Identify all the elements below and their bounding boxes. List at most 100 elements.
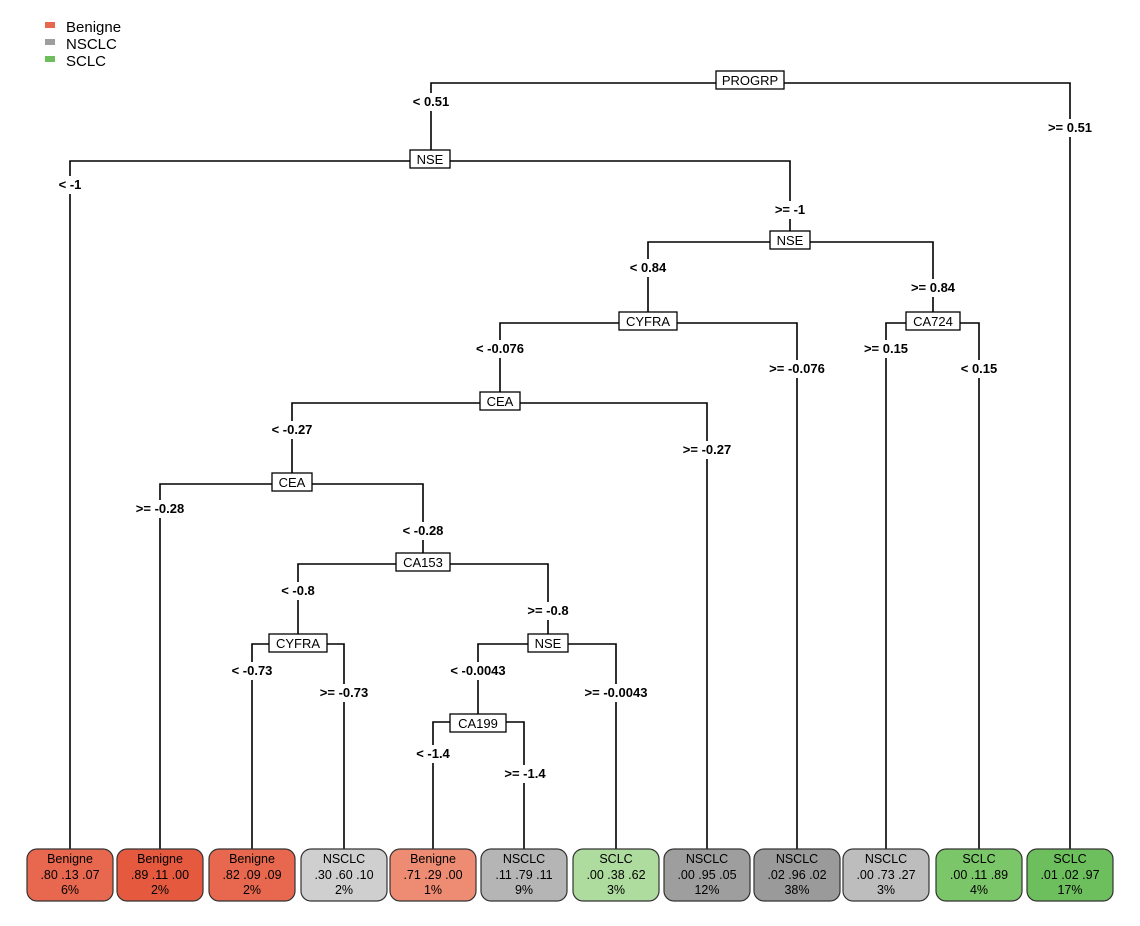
split-label-progrp: PROGRP <box>722 73 778 88</box>
cond-cea1-left: < -0.27 <box>272 422 313 437</box>
leaf-probabilities: .00 .11 .89 <box>950 868 1008 882</box>
edge-ca724 <box>885 322 980 849</box>
leaf-node: Benigne .89 .11 .002% <box>116 848 204 902</box>
cond-cyfra1-right: >= -0.076 <box>769 361 825 376</box>
leaf-box <box>389 848 477 902</box>
leaf-probabilities: .00 .73 .27 <box>856 868 915 882</box>
cond-ca153-left: < -0.8 <box>281 583 315 598</box>
condition-labels: < 0.51 >= 0.51 < -1 >= -1 < 0.84 >= 0.84… <box>52 93 1100 783</box>
cond-ca199-left: < -1.4 <box>416 746 450 761</box>
split-label-nse-2: NSE <box>777 233 804 248</box>
cond-cyfra2-right: >= -0.73 <box>320 685 368 700</box>
split-label-cea-2: CEA <box>279 475 306 490</box>
tree-edges <box>69 82 1071 849</box>
legend-label-benigne: Benigne <box>66 19 121 36</box>
edge-nse2 <box>647 241 934 323</box>
split-node-nse-1: NSE <box>409 149 451 169</box>
leaf-node: SCLC .00 .11 .894% <box>935 848 1023 902</box>
leaf-class-label: NSCLC <box>686 852 728 866</box>
split-label-ca153: CA153 <box>403 555 443 570</box>
split-node-cea-1: CEA <box>479 391 521 411</box>
split-label-cea-1: CEA <box>487 394 514 409</box>
cond-ca153-right: >= -0.8 <box>527 603 568 618</box>
leaf-node: NSCLC .00 .73 .273% <box>842 848 930 902</box>
leaf-probabilities: .02 .96 .02 <box>767 868 826 882</box>
leaf-percent: 12% <box>694 883 719 897</box>
edge-ca199 <box>432 721 525 849</box>
leaf-percent: 4% <box>970 883 988 897</box>
leaf-box <box>572 848 660 902</box>
cond-nse2-left: < 0.84 <box>630 260 667 275</box>
split-node-nse-3: NSE <box>527 633 569 653</box>
split-label-cyfra-2: CYFRA <box>276 636 320 651</box>
split-node-cyfra-1: CYFRA <box>618 311 678 331</box>
leaf-percent: 3% <box>607 883 625 897</box>
leaf-class-label: SCLC <box>962 852 995 866</box>
leaf-box <box>1026 848 1114 902</box>
edge-cea2 <box>159 483 424 849</box>
leaf-node: SCLC.00 .38 .623% <box>572 848 660 902</box>
leaf-probabilities: .82 .09 .09 <box>222 868 281 882</box>
leaf-node: Benigne.80 .13 .076% <box>26 848 114 902</box>
leaf-class-label: Benigne <box>410 852 456 866</box>
split-label-nse-3: NSE <box>535 636 562 651</box>
leaf-probabilities: .01 .02 .97 <box>1040 868 1099 882</box>
leaf-box <box>935 848 1023 902</box>
split-node-nse-2: NSE <box>769 230 811 250</box>
leaf-class-label: Benigne <box>229 852 275 866</box>
leaf-box <box>842 848 930 902</box>
leaf-box <box>753 848 841 902</box>
leaf-box <box>208 848 296 902</box>
leaf-probabilities: .89 .11 .00 <box>131 868 189 882</box>
edge-ca153 <box>297 563 549 635</box>
leaf-class-label: NSCLC <box>776 852 818 866</box>
leaf-box <box>300 848 388 902</box>
cond-nse3-right: >= -0.0043 <box>585 685 648 700</box>
edge-progrp <box>430 82 1071 849</box>
split-node-progrp: PROGRP <box>715 70 785 90</box>
legend-swatch-benigne <box>45 22 55 28</box>
cond-ca724-right: < 0.15 <box>961 361 998 376</box>
leaf-percent: 2% <box>151 883 169 897</box>
cond-progrp-left: < 0.51 <box>413 94 450 109</box>
cond-cea2-left: >= -0.28 <box>136 501 184 516</box>
leaf-class-label: NSCLC <box>323 852 365 866</box>
leaf-node: Benigne.71 .29 .001% <box>389 848 477 902</box>
leaf-class-label: Benigne <box>47 852 93 866</box>
cond-cea1-right: >= -0.27 <box>683 442 731 457</box>
leaf-percent: 38% <box>784 883 809 897</box>
leaf-class-label: SCLC <box>1053 852 1086 866</box>
cond-nse1-left: < -1 <box>59 177 82 192</box>
leaf-node: NSCLC.30 .60 .102% <box>300 848 388 902</box>
legend-swatch-sclc <box>45 56 55 62</box>
split-node-ca153: CA153 <box>395 552 451 572</box>
leaf-class-label: NSCLC <box>865 852 907 866</box>
split-label-nse-1: NSE <box>417 152 444 167</box>
legend-swatch-nsclc <box>45 39 55 45</box>
split-node-ca199: CA199 <box>449 713 507 733</box>
leaf-percent: 3% <box>877 883 895 897</box>
leaf-probabilities: .00 .95 .05 <box>677 868 736 882</box>
leaf-probabilities: .00 .38 .62 <box>586 868 645 882</box>
cond-nse3-left: < -0.0043 <box>450 663 505 678</box>
leaf-probabilities: .11 .79 .11 <box>495 868 552 882</box>
leaf-class-label: Benigne <box>137 852 183 866</box>
leaf-percent: 2% <box>243 883 261 897</box>
cond-cyfra2-left: < -0.73 <box>232 663 273 678</box>
legend-label-nsclc: NSCLC <box>66 36 117 53</box>
leaf-node: Benigne .82 .09 .092% <box>208 848 296 902</box>
leaf-box <box>116 848 204 902</box>
split-label-ca199: CA199 <box>458 716 498 731</box>
legend: Benigne NSCLC SCLC <box>45 19 121 70</box>
leaf-box <box>663 848 751 902</box>
split-node-cea-2: CEA <box>271 472 313 492</box>
split-nodes: PROGRP NSE NSE CYFRA CA724 CEA CEA CA15 <box>268 70 961 733</box>
leaf-percent: 9% <box>515 883 533 897</box>
split-node-ca724: CA724 <box>905 311 961 331</box>
legend-label-sclc: SCLC <box>66 53 106 70</box>
